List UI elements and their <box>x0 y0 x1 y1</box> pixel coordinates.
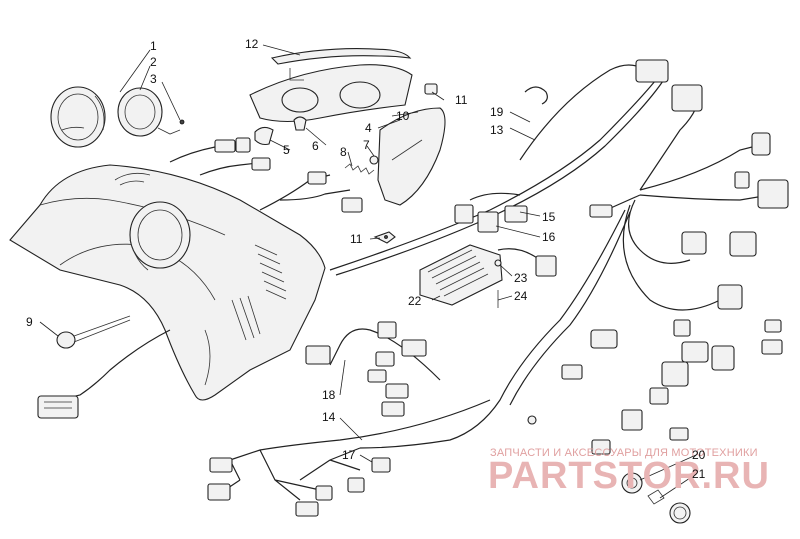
hood-nosecone <box>9 164 326 401</box>
lower-harness <box>207 321 537 517</box>
headlight-bracket <box>249 64 413 123</box>
accessory-socket <box>621 472 691 524</box>
hood-harness <box>169 74 666 276</box>
callout-23: 23 <box>514 271 528 285</box>
callout-11b: 11 <box>350 232 363 246</box>
callout-9: 9 <box>26 315 33 329</box>
callout-20: 20 <box>692 448 706 462</box>
callout-12: 12 <box>245 37 259 51</box>
callout-17: 17 <box>342 448 356 462</box>
watermark-tagline: ЗАПЧАСТИ И АКСЕССУАРЫ ДЛЯ МОТОТЕХНИКИ <box>490 447 758 459</box>
wire-tie-ring <box>524 86 548 105</box>
headlight-reflector-ring <box>117 87 185 137</box>
spring <box>344 163 375 175</box>
callout-1: 1 <box>150 39 157 53</box>
leader-lines <box>39 44 697 499</box>
callout-18: 18 <box>322 388 336 402</box>
callout-7: 7 <box>363 138 370 152</box>
callout-3: 3 <box>150 72 157 86</box>
callout-24: 24 <box>514 289 528 303</box>
callout-6: 6 <box>312 139 319 153</box>
callout-21: 21 <box>692 467 706 481</box>
callout-8: 8 <box>340 145 347 159</box>
headlight-bulb-housing <box>50 86 106 148</box>
relay-block <box>454 192 528 233</box>
callout-10: 10 <box>396 109 410 123</box>
trim-strip <box>270 48 412 65</box>
callout-16: 16 <box>542 230 556 244</box>
callout-5: 5 <box>283 143 290 157</box>
callout-22: 22 <box>408 294 422 308</box>
callout-19: 19 <box>490 105 504 119</box>
callout-4: 4 <box>365 121 372 135</box>
bulb-socket <box>254 116 379 165</box>
callout-11a: 11 <box>455 93 468 107</box>
callout-14: 14 <box>322 410 336 424</box>
callout-13: 13 <box>490 123 504 137</box>
callout-15: 15 <box>542 210 556 224</box>
clip <box>373 231 396 244</box>
sensor-probe <box>37 315 171 419</box>
callout-2: 2 <box>150 55 157 69</box>
watermark-brand: PARTSTOR.RU <box>488 455 770 497</box>
voltage-regulator <box>419 244 557 308</box>
main-wiring-harness <box>359 59 789 455</box>
